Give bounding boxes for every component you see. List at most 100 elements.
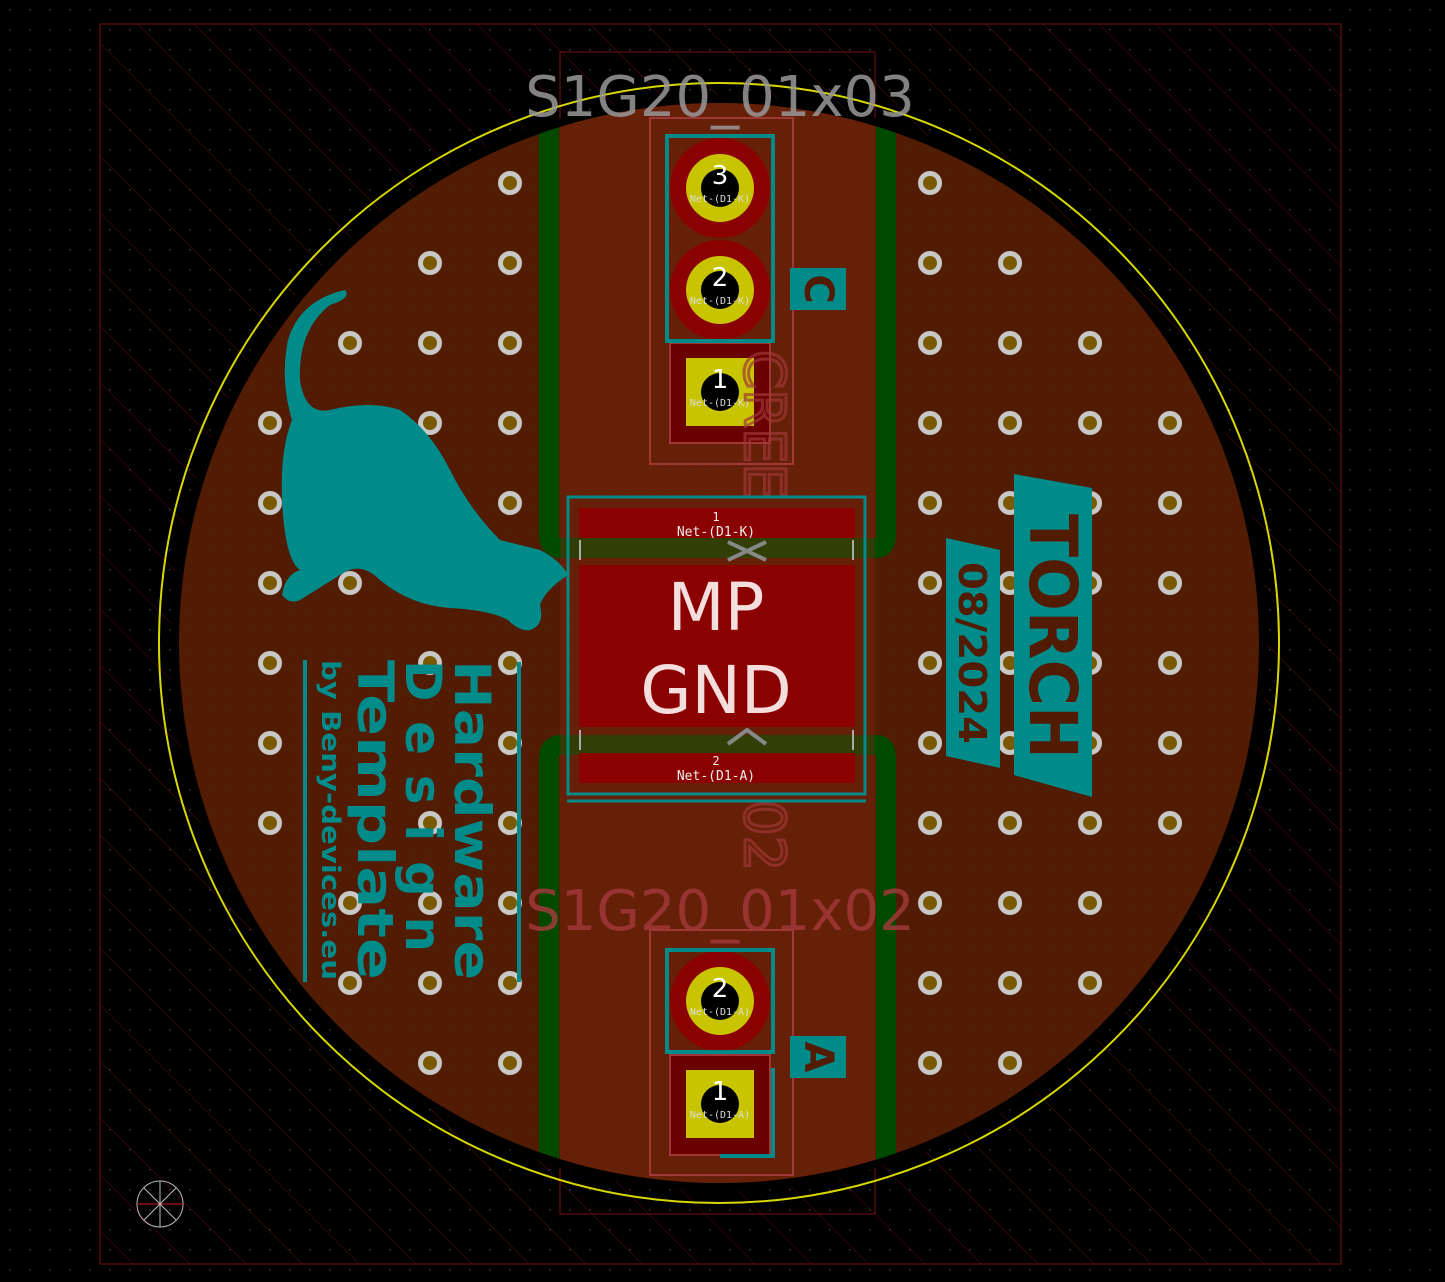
- center-pad-net: GND: [640, 652, 791, 729]
- date-text: 08/2024: [950, 562, 994, 744]
- via-drill: [423, 336, 437, 350]
- drill-hole: [701, 373, 739, 411]
- via-drill: [423, 656, 437, 670]
- via-drill: [503, 256, 517, 270]
- silk-outline: [665, 948, 775, 1054]
- via-drill: [503, 176, 517, 190]
- pad-number: 1: [712, 1077, 729, 1107]
- via-drill: [1003, 1056, 1017, 1070]
- via-drill: [263, 656, 277, 670]
- via-drill: [263, 576, 277, 590]
- bottom-connector: S1G20_01x02 2 Net-(D1-A) 1 Net-(D1-A) A: [525, 879, 915, 1176]
- via-drill: [923, 1056, 937, 1070]
- via-drill: [1163, 416, 1177, 430]
- via-drill: [1163, 816, 1177, 830]
- tracks: [539, 125, 896, 1170]
- via-drill: [503, 736, 517, 750]
- via-drill: [1003, 336, 1017, 350]
- via-drill: [503, 656, 517, 670]
- footprint-value: S1G20_01x02: [525, 879, 914, 944]
- label-a-badge: [790, 1036, 846, 1078]
- cat-logo: [281, 290, 568, 631]
- via-drill: [1003, 976, 1017, 990]
- template-silk: Hardware Design Template by Beny-devices…: [303, 660, 521, 982]
- label-c: C: [795, 274, 841, 303]
- pad-net: Net-(D1-K): [677, 525, 755, 540]
- track-top-left: [539, 125, 896, 558]
- via-drill: [263, 736, 277, 750]
- led-silk-outline: [566, 495, 867, 796]
- pad-number: 1: [712, 510, 719, 524]
- via-drill: [1003, 416, 1017, 430]
- led-pad-2[interactable]: [579, 753, 855, 783]
- pad-number: 3: [712, 161, 729, 191]
- drill-hole: [701, 169, 739, 207]
- via-drill: [923, 816, 937, 830]
- drill-hole: [701, 1085, 739, 1123]
- via-drill: [1163, 656, 1177, 670]
- drill-hole: [701, 271, 739, 309]
- pad-net: Net-(D1-K): [690, 194, 750, 205]
- via-drill: [423, 416, 437, 430]
- via-drill: [503, 416, 517, 430]
- via-drill: [263, 416, 277, 430]
- via-drill: [503, 896, 517, 910]
- led-center-pad[interactable]: [579, 565, 855, 727]
- silk-outline: [720, 1068, 775, 1158]
- pad-net: Net-(D1-A): [690, 1007, 750, 1018]
- via-drill: [423, 256, 437, 270]
- via-drill: [1003, 816, 1017, 830]
- via-drill: [1003, 736, 1017, 750]
- track-bottom: [539, 735, 896, 1170]
- silk-outline: [665, 134, 775, 343]
- top-connector: 3 Net-(D1-K) 2 Net-(D1-K) 1 Net-(D1-K) S…: [525, 65, 915, 465]
- via-drill: [423, 816, 437, 830]
- torch-label: TORCH 08/2024: [946, 474, 1092, 797]
- polarity-mark: [727, 540, 767, 562]
- pad-number: 2: [712, 263, 729, 293]
- pad-net: Net-(D1-A): [677, 769, 755, 784]
- led-footprint: 1 Net-(D1-K) MP GND 2 Net-(D1-A): [566, 495, 867, 803]
- via-drill: [923, 896, 937, 910]
- via-drill: [1083, 896, 1097, 910]
- via-drill: [1083, 336, 1097, 350]
- via-drill: [263, 816, 277, 830]
- via-drill: [343, 336, 357, 350]
- label-a: A: [795, 1042, 841, 1073]
- via-drill: [923, 336, 937, 350]
- via-drill: [503, 816, 517, 830]
- via-drill: [343, 896, 357, 910]
- via-drill: [923, 656, 937, 670]
- led-pad-1[interactable]: [579, 508, 855, 538]
- via-drill: [423, 896, 437, 910]
- via-drill: [1003, 496, 1017, 510]
- via-drill: [1003, 896, 1017, 910]
- origin-marker-icon: [136, 1180, 184, 1228]
- via-drill: [923, 176, 937, 190]
- pad-number: 2: [712, 974, 729, 1004]
- via-drill: [923, 736, 937, 750]
- via-drill: [343, 976, 357, 990]
- template-text-line2: Design: [394, 660, 452, 980]
- via-drill: [503, 1056, 517, 1070]
- pad-net: Net-(D1-A): [690, 1110, 750, 1121]
- via-drill: [1163, 496, 1177, 510]
- via-drill: [423, 1056, 437, 1070]
- date-badge: [946, 538, 1000, 768]
- pad-number: 2: [712, 754, 719, 768]
- via-drill: [1083, 976, 1097, 990]
- via-drill: [923, 496, 937, 510]
- pad-net: Net-(D1-K): [690, 398, 750, 409]
- via-drill: [423, 976, 437, 990]
- via-drill: [1163, 576, 1177, 590]
- pad-net: Net-(D1-K): [690, 296, 750, 307]
- via-group: [258, 171, 1182, 1075]
- via-drill: [923, 256, 937, 270]
- via-drill: [503, 336, 517, 350]
- via-drill: [923, 576, 937, 590]
- footprint-value: S1G20_01x03: [525, 65, 914, 130]
- via-drill: [923, 976, 937, 990]
- drill-hole: [701, 982, 739, 1020]
- via-drill: [1083, 416, 1097, 430]
